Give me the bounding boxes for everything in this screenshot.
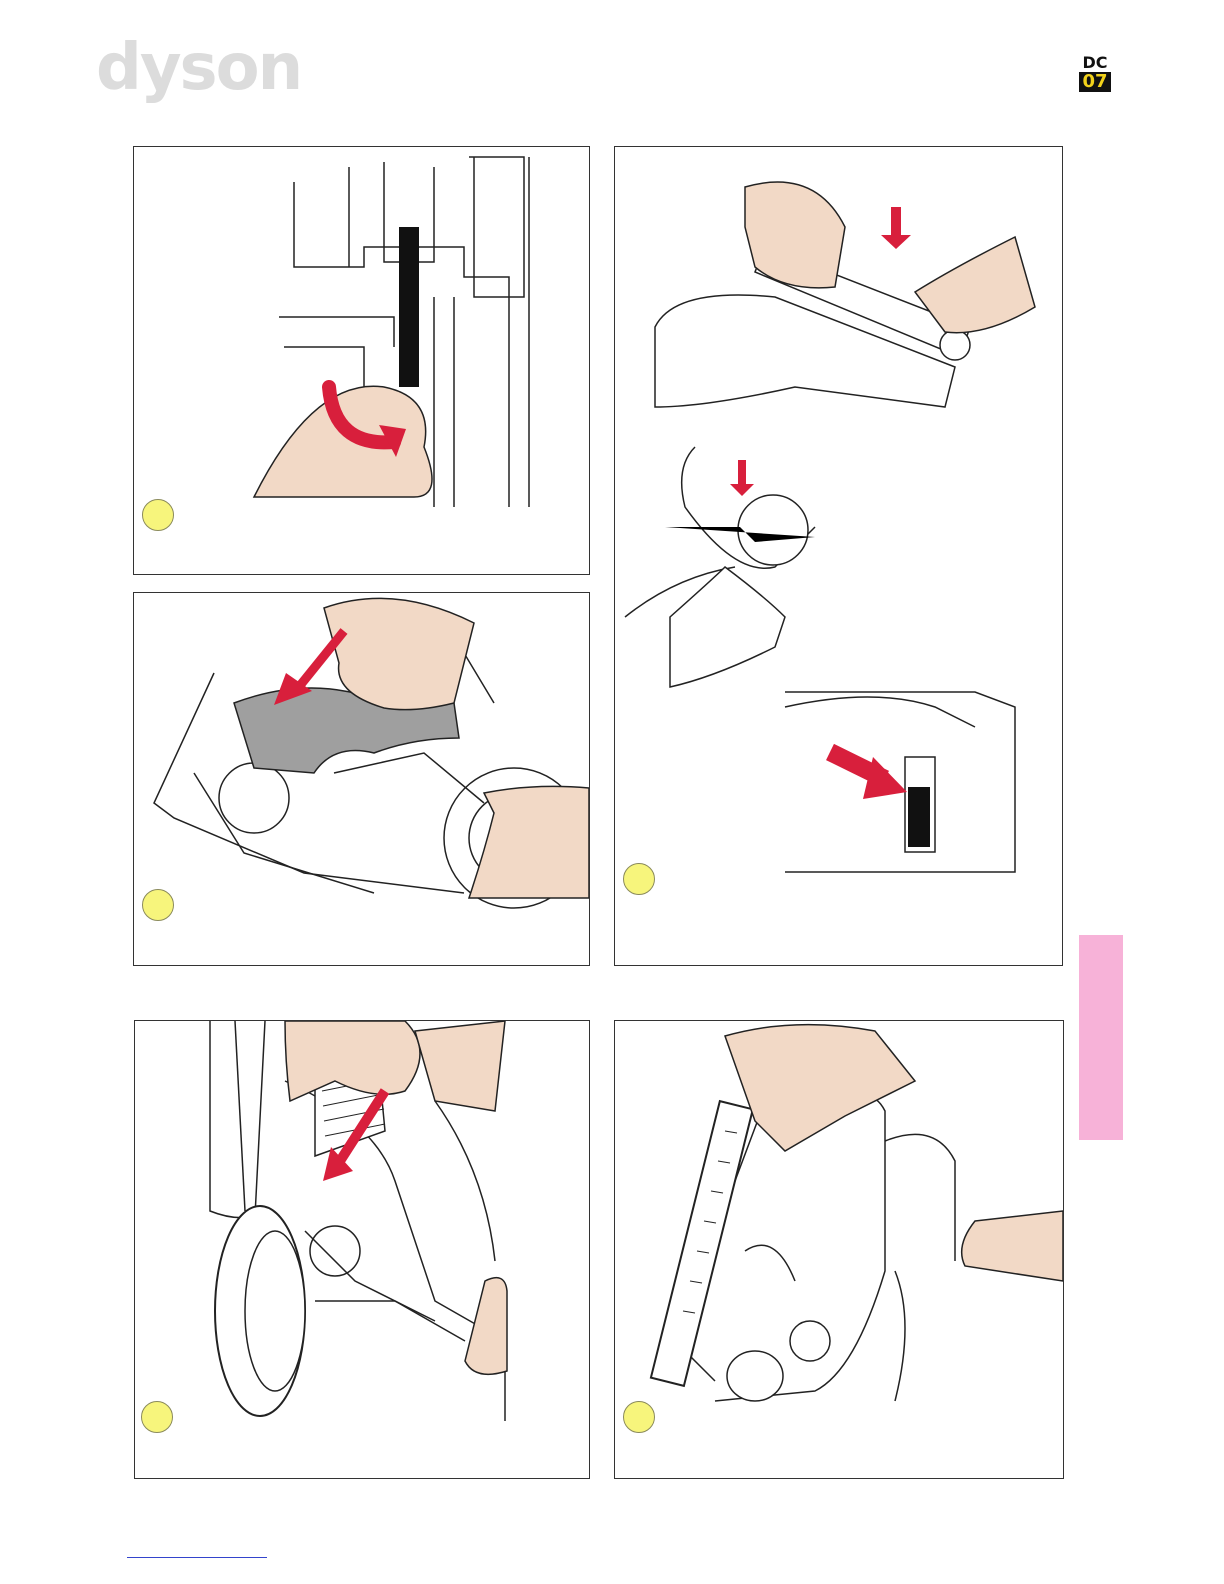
step-marker [141, 1401, 173, 1433]
section-side-tab [1079, 935, 1123, 1140]
model-badge: DC 07 [1079, 54, 1111, 92]
step-marker [623, 863, 655, 895]
model-badge-bottom: 07 [1079, 72, 1111, 92]
footer-link-underline[interactable] [127, 1557, 267, 1558]
brushbar-cover-clip-illustration [615, 147, 1062, 965]
panel-hose-removal [133, 592, 590, 966]
step-marker [142, 499, 174, 531]
hand-pulling-bellows-illustration [135, 1021, 589, 1478]
dyson-logo: dyson [96, 36, 301, 100]
step-marker [142, 889, 174, 921]
panel-brushbar-cover-removal [614, 146, 1063, 966]
hand-lifting-brushbar-illustration [615, 1021, 1063, 1478]
panel-belt-removal [133, 146, 590, 575]
hand-pulling-belt-illustration [134, 147, 589, 574]
panel-brushbar-lift [614, 1020, 1064, 1479]
hand-removing-gray-duct-illustration [134, 593, 589, 965]
belt-shape [399, 227, 419, 387]
model-badge-top: DC [1079, 54, 1111, 71]
panel-bellows-removal [134, 1020, 590, 1479]
step-marker [623, 1401, 655, 1433]
